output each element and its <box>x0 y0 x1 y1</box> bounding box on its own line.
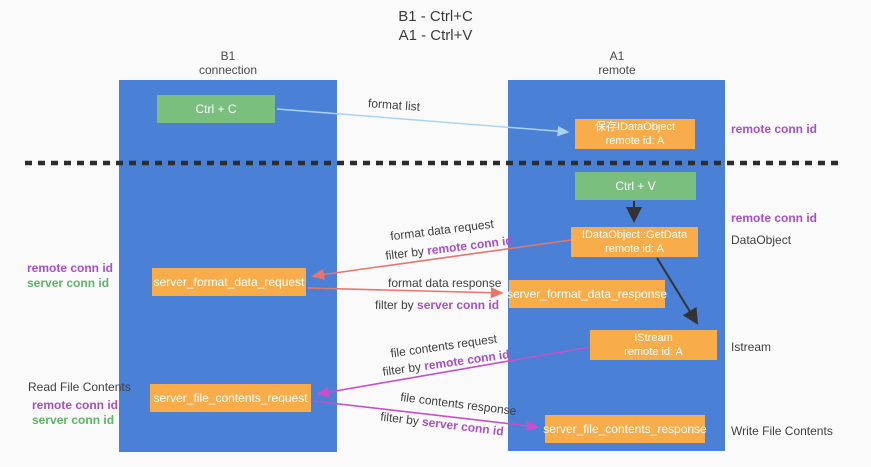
server-file-contents-response-box: server_file_contents_response <box>543 415 707 443</box>
ctrl-c-box: Ctrl + C <box>157 95 275 123</box>
lane-b1-role: connection <box>198 63 258 77</box>
title-line-2: A1 - Ctrl+V <box>398 27 473 44</box>
filter-by-text: filter by <box>381 359 426 379</box>
format-data-response-label: format data response <box>388 276 502 290</box>
server-file-contents-request-box: server_file_contents_request <box>150 384 311 412</box>
server-file-contents-response-label: server_file_contents_response <box>543 422 707 436</box>
lane-header-a1: A1 remote <box>547 49 687 77</box>
filter-by-text: filter by <box>379 409 424 429</box>
title-line-1: B1 - Ctrl+C <box>398 8 473 25</box>
save-idataobject-line2: remote id: A <box>605 135 665 147</box>
server-conn-id-keyword: server conn id <box>417 298 500 312</box>
istream-box: IStream remote id: A <box>590 330 717 360</box>
left-bottom-remote-conn-id-label: remote conn id <box>32 398 119 412</box>
save-idataobject-box: 保存IDataObject remote id: A <box>575 119 695 149</box>
getdata-line2: remote id: A <box>605 243 664 255</box>
lane-b1-name: B1 <box>220 49 236 63</box>
right-mid-remote-conn-id-label: remote conn id <box>731 211 818 225</box>
filter-by-text: filter by <box>384 243 429 263</box>
istream-line1: IStream <box>634 332 673 344</box>
lane-a1-name: A1 <box>609 49 625 63</box>
istream-side-label: Istream <box>731 340 772 354</box>
filter-by-text: filter by <box>375 298 418 312</box>
dataobject-label: DataObject <box>731 233 792 247</box>
right-top-remote-conn-id-label: remote conn id <box>731 122 818 136</box>
server-format-data-request-label: server_format_data_request <box>153 275 305 289</box>
left-bottom-server-conn-id-label: server conn id <box>32 413 115 427</box>
lane-header-b1: B1 connection <box>158 49 298 77</box>
format-data-response-filter-label: filter by server conn id <box>375 298 499 312</box>
server-conn-id-keyword: server conn id <box>421 414 505 439</box>
write-file-contents-label: Write File Contents <box>731 424 833 438</box>
left-remote-conn-id-label: remote conn id <box>27 261 114 275</box>
format-list-label: format list <box>367 96 421 114</box>
diagram-title: B1 - Ctrl+C A1 - Ctrl+V <box>0 7 871 45</box>
ctrl-v-box: Ctrl + V <box>575 172 696 200</box>
server-format-data-response-box: server_format_data_response <box>506 280 668 308</box>
server-format-data-request-box: server_format_data_request <box>152 268 306 296</box>
left-server-conn-id-label: server conn id <box>27 276 110 290</box>
lane-a1-role: remote <box>598 63 636 77</box>
ctrl-c-label: Ctrl + C <box>195 102 237 116</box>
read-file-contents-label: Read File Contents <box>28 380 131 394</box>
save-idataobject-line1: 保存IDataObject <box>594 121 676 133</box>
istream-line2: remote id: A <box>624 346 683 358</box>
server-file-contents-request-label: server_file_contents_request <box>153 391 308 405</box>
getdata-line1: IDataObject::GetData <box>581 229 688 241</box>
idataobject-getdata-box: IDataObject::GetData remote id: A <box>571 227 698 257</box>
server-format-data-response-label: server_format_data_response <box>506 287 668 301</box>
ctrl-v-label: Ctrl + V <box>615 179 656 193</box>
